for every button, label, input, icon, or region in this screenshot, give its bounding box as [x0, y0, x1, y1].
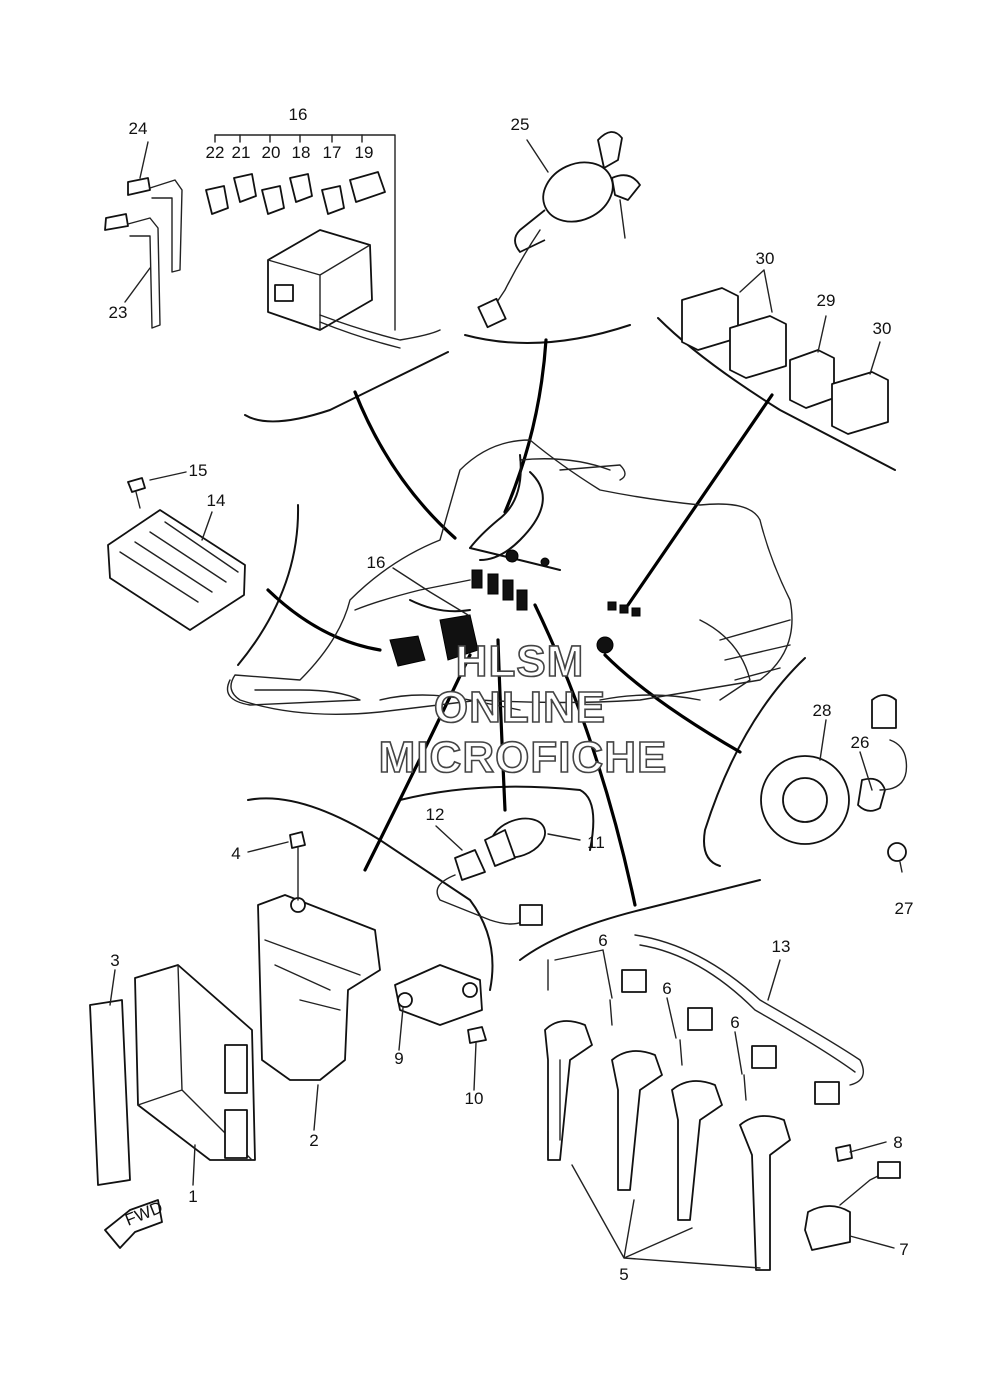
callout-23: 23 — [109, 303, 128, 322]
leader-lines — [266, 338, 774, 907]
callout-24: 24 — [129, 119, 148, 138]
relay-sensor-9 — [394, 964, 487, 1044]
watermark-line-3: MICROFICHE — [379, 733, 668, 782]
callout-30-right: 30 — [873, 319, 892, 338]
callout-21: 21 — [232, 143, 251, 162]
ignition-coils — [544, 934, 864, 1271]
pickup-coil-assembly — [760, 694, 908, 862]
callout-6-c: 6 — [730, 1013, 739, 1032]
watermark-line-2: ONLINE — [434, 683, 606, 732]
relays — [681, 287, 889, 435]
callout-leaders — [109, 139, 903, 1269]
callout-7: 7 — [899, 1240, 908, 1259]
watermark: HLSM ONLINE MICROFICHE — [378, 636, 668, 783]
callout-14: 14 — [207, 491, 226, 510]
callout-26: 26 — [851, 733, 870, 752]
callout-numbers: 24 23 16 22 21 20 18 17 19 25 30 29 30 1… — [109, 105, 914, 1284]
forward-direction-badge: FWD — [104, 1198, 165, 1249]
callout-2: 2 — [309, 1131, 318, 1150]
callout-12: 12 — [426, 805, 445, 824]
callout-28: 28 — [813, 701, 832, 720]
watermark-line-1: HLSM — [456, 637, 585, 686]
callout-15: 15 — [189, 461, 208, 480]
callout-25: 25 — [511, 115, 530, 134]
snowmobile-outline — [226, 439, 793, 715]
callout-5: 5 — [619, 1265, 628, 1284]
main-switch — [477, 131, 641, 329]
callout-6-b: 6 — [662, 979, 671, 998]
sensor-7 — [804, 1144, 901, 1251]
callout-20: 20 — [262, 143, 281, 162]
callout-9: 9 — [394, 1049, 403, 1068]
callout-16-center: 16 — [367, 553, 386, 572]
callout-8: 8 — [893, 1133, 902, 1152]
fuse-box — [205, 134, 441, 349]
callout-22: 22 — [206, 143, 225, 162]
callout-29: 29 — [817, 291, 836, 310]
callout-16-top: 16 — [289, 105, 308, 124]
callout-4: 4 — [231, 844, 240, 863]
callout-11: 11 — [587, 833, 605, 852]
ecu-assembly — [89, 831, 381, 1186]
callout-1: 1 — [188, 1187, 197, 1206]
callout-17: 17 — [323, 143, 342, 162]
callout-10: 10 — [465, 1089, 484, 1108]
sensor-assembly — [436, 817, 546, 926]
callout-3: 3 — [110, 951, 119, 970]
callout-30-top: 30 — [756, 249, 775, 268]
wire-bands — [104, 177, 183, 329]
callout-19: 19 — [355, 143, 374, 162]
callout-27: 27 — [895, 899, 914, 918]
callout-6-a: 6 — [598, 931, 607, 950]
callout-13: 13 — [772, 937, 791, 956]
callout-18: 18 — [292, 143, 311, 162]
rectifier-regulator — [107, 477, 246, 631]
